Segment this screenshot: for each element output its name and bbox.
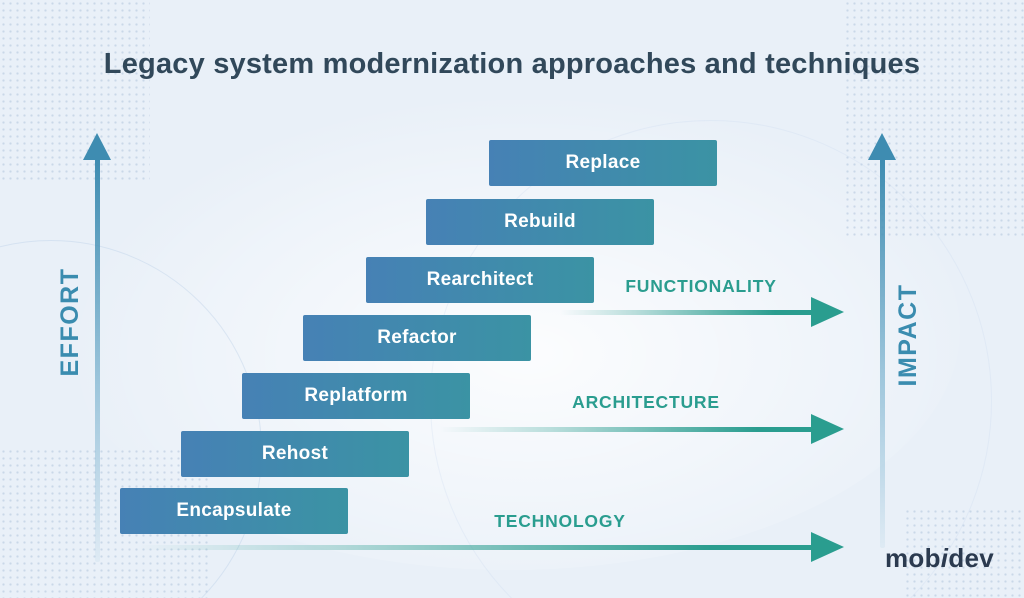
functionality-arrowhead-icon [811,297,844,327]
technology-layer-label: TECHNOLOGY [494,511,626,531]
functionality-layer-label: FUNCTIONALITY [625,276,777,296]
impact-axis-arrowhead-icon [868,133,896,160]
architecture-arrowhead-icon [811,414,844,444]
bar-rebuild: Rebuild [426,199,654,245]
mobidev-logo: mobidev [885,543,994,574]
bar-refactor: Refactor [303,315,531,361]
architecture-layer-label: ARCHITECTURE [572,392,720,412]
effort-axis-arrowhead-icon [83,133,111,160]
bar-rehost: Rehost [181,431,409,477]
page-title: Legacy system modernization approaches a… [103,48,921,80]
logo-text-suffix: dev [948,543,995,573]
effort-axis-line [95,158,100,562]
technology-arrow-line [137,545,813,550]
effort-axis-label: EFFORT [56,267,84,377]
corner-dots-top-left [0,0,150,180]
impact-axis-label: IMPACT [894,283,922,387]
functionality-arrow-line [560,310,813,315]
bar-encapsulate: Encapsulate [120,488,348,534]
technology-arrowhead-icon [811,532,844,562]
architecture-arrow-line [440,427,813,432]
bar-replatform: Replatform [242,373,470,419]
bar-replace: Replace [489,140,717,186]
impact-axis-line [880,158,885,548]
logo-text-prefix: mob [885,543,941,573]
logo-text-i: i [940,543,949,573]
bar-rearchitect: Rearchitect [366,257,594,303]
